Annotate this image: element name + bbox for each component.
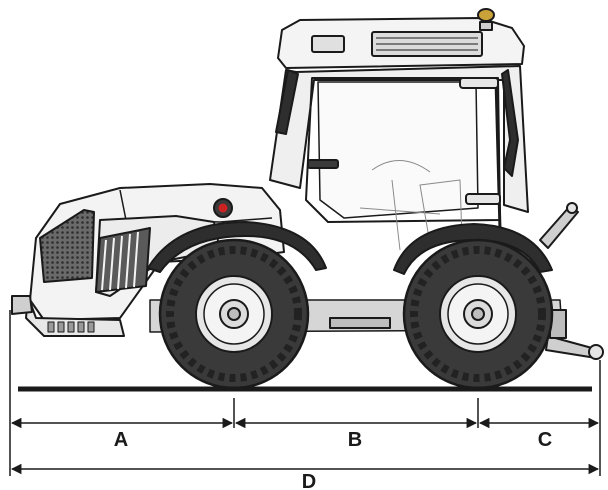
handrail-step xyxy=(465,193,501,205)
front-wheel xyxy=(158,238,310,390)
dimension-label-a: A xyxy=(114,429,128,451)
cab-interior-steering xyxy=(359,160,441,251)
warning-light-lens xyxy=(218,203,228,213)
dimension-label-c: C xyxy=(538,429,552,451)
rear-fender xyxy=(393,223,553,275)
rear-wheel xyxy=(402,238,554,390)
dimension-label-b: B xyxy=(348,429,362,451)
beacon-base xyxy=(479,21,493,31)
mirror-right xyxy=(501,69,519,177)
roof-light-left xyxy=(311,35,345,53)
cab-pillar-rear xyxy=(494,79,502,231)
cab-door-glass xyxy=(317,81,479,219)
front-grille xyxy=(39,209,95,283)
beacon-light xyxy=(477,8,495,22)
rear-lift-pin xyxy=(566,202,578,214)
tractor-illustration xyxy=(11,8,604,390)
rear-lift-arm xyxy=(539,205,579,249)
front-fender xyxy=(147,221,327,273)
mirror-left xyxy=(275,69,299,135)
rear-drawbar-end xyxy=(588,344,604,360)
roof-vent-slats xyxy=(376,37,478,51)
mirror-bracket xyxy=(459,77,499,89)
side-grille-slats xyxy=(101,231,139,291)
cab-step xyxy=(329,317,391,329)
dimension-lines xyxy=(9,310,601,476)
dimension-label-d: D xyxy=(302,471,316,490)
door-handle xyxy=(307,159,339,169)
front-weights xyxy=(47,321,95,333)
front-hitch xyxy=(11,295,33,315)
